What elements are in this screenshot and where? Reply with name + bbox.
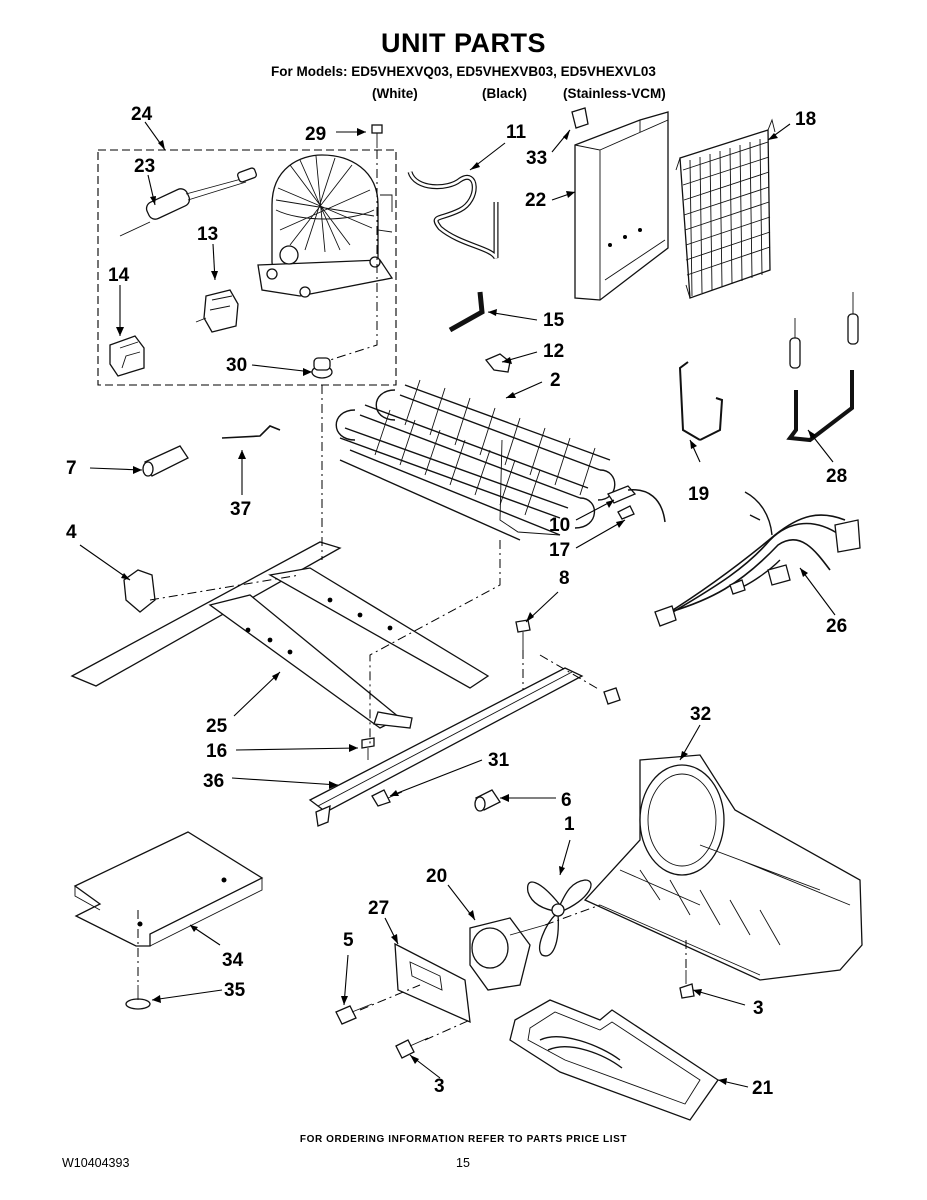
callout-35: 35: [224, 980, 246, 1001]
fan-bracket-part-27: [394, 942, 471, 1024]
callout-3-lower: 3: [434, 1076, 445, 1097]
callout-7: 7: [66, 458, 77, 479]
clip-part-33: [571, 107, 589, 129]
callout-27: 27: [368, 898, 389, 919]
compressor-kit-box: [97, 149, 397, 386]
callout-14: 14: [108, 265, 130, 286]
page-title: UNIT PARTS: [381, 28, 546, 58]
tube-assembly-part-28: [786, 292, 859, 443]
condenser-coil-part: [675, 118, 776, 299]
bracket-part-4: [123, 569, 156, 613]
variant-stainless: (Stainless-VCM): [563, 86, 666, 101]
callout-28: 28: [826, 466, 847, 487]
callout-29: 29: [305, 124, 326, 145]
fan-shroud-part-32: [583, 754, 863, 981]
callout-18: 18: [795, 109, 816, 130]
clip-part-12: [484, 353, 511, 373]
callout-33: 33: [526, 148, 547, 169]
callout-20: 20: [426, 866, 447, 887]
callout-24: 24: [131, 104, 153, 125]
callout-2: 2: [550, 370, 561, 391]
page-number: 15: [456, 1156, 470, 1170]
screw-part-29: [371, 124, 383, 148]
wire-part-37: [221, 425, 281, 439]
filter-drier-part: [119, 167, 257, 237]
fastener-parts: [125, 619, 695, 1059]
compressor-part: [257, 154, 394, 298]
bracket-part-19: [678, 361, 724, 441]
drain-pan-part-21: [509, 999, 719, 1121]
callout-23: 23: [134, 156, 155, 177]
callout-19: 19: [688, 484, 709, 505]
callout-11: 11: [506, 122, 527, 143]
callout-3-right: 3: [753, 998, 764, 1019]
document-number: W10404393: [62, 1156, 130, 1170]
callout-17: 17: [549, 540, 570, 561]
callout-10: 10: [549, 515, 570, 536]
variant-white: (White): [372, 86, 418, 101]
grommet-part: [311, 357, 333, 379]
callout-34: 34: [222, 950, 244, 971]
callout-37: 37: [230, 499, 251, 520]
fan-motor-part-20: [469, 917, 546, 991]
fan-blade-part-1: [527, 879, 592, 957]
callout-26: 26: [826, 616, 847, 637]
tube-part-15: [448, 291, 485, 333]
part-10-and-17: [607, 485, 666, 523]
callout-8: 8: [559, 568, 570, 589]
front-rail-part-36: [308, 667, 584, 827]
variant-black: (Black): [482, 86, 528, 101]
condenser-shroud-part: [574, 111, 669, 301]
overload-part: [109, 335, 145, 377]
callout-22: 22: [525, 190, 546, 211]
relay-part: [195, 289, 239, 333]
callout-6: 6: [561, 790, 572, 811]
callout-36: 36: [203, 771, 224, 792]
leader-lines: [79, 121, 836, 1088]
callout-15: 15: [543, 310, 565, 331]
callout-30: 30: [226, 355, 247, 376]
callout-21: 21: [752, 1078, 774, 1099]
callout-4: 4: [66, 522, 77, 543]
heater-part-7: [142, 445, 189, 477]
cover-panel-part-34: [73, 831, 264, 947]
ordering-note: FOR ORDERING INFORMATION REFER TO PARTS …: [299, 1134, 628, 1145]
models-line: For Models: ED5VHEXVQ03, ED5VHEXVB03, ED…: [271, 64, 656, 79]
wire-harness-part-26: [654, 491, 861, 627]
alignment-lines: [137, 150, 687, 1041]
callout-31: 31: [488, 750, 510, 771]
callout-32: 32: [690, 704, 711, 725]
callout-12: 12: [543, 341, 564, 362]
callout-1: 1: [564, 814, 575, 835]
callout-13: 13: [197, 224, 218, 245]
callout-5: 5: [343, 930, 354, 951]
evaporator-part: [335, 379, 616, 541]
base-rails-part-25: [70, 541, 490, 729]
callout-25: 25: [206, 716, 228, 737]
callout-16: 16: [206, 741, 227, 762]
